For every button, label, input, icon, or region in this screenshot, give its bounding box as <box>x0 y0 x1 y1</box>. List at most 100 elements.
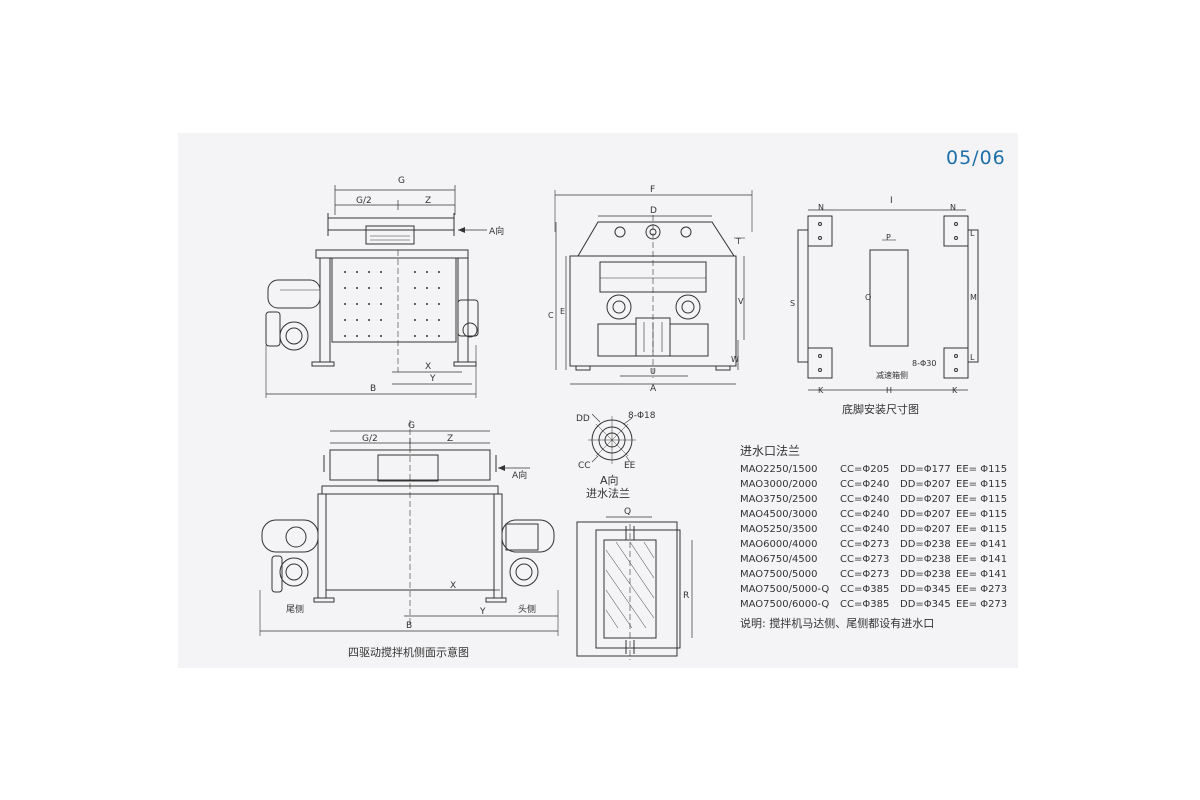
flange-cell-cc: CC=Φ240 <box>840 479 890 490</box>
dim-g-half: G/2 <box>356 196 372 206</box>
flange-table-row: MAO7500/5000 CC=Φ273 DD=Φ238 EE= Φ141 <box>740 567 1007 582</box>
dim-n-left: N <box>818 203 824 212</box>
dim-s: S <box>790 299 795 308</box>
dim-o: O <box>865 293 871 302</box>
flange-cell-dd: DD=Φ207 <box>900 494 951 505</box>
flange-table-row: MAO3000/2000 CC=Φ240 DD=Φ207 EE= Φ115 <box>740 477 1007 492</box>
flange-holes-label: 8-Φ18 <box>628 411 656 421</box>
dim-p: P <box>886 233 891 242</box>
dim-y: Y <box>429 374 436 384</box>
dim-u: U <box>650 367 656 376</box>
dim-k-left: K <box>818 386 824 395</box>
arrow-a-label: A向 <box>489 225 504 237</box>
dim-v: V <box>738 297 744 306</box>
flange-cc-label: CC <box>578 461 591 471</box>
flange-cell-model: MAO5250/3500 <box>740 524 818 535</box>
dim-h: H <box>886 386 892 395</box>
flange-cell-dd: DD=Φ345 <box>900 584 951 595</box>
flange-cell-cc: CC=Φ385 <box>840 599 890 610</box>
foot-plan-view: I N N P O S L M L H K K 8-Φ30 减速箱侧 底脚安装尺… <box>790 196 979 416</box>
flange-cell-model: MAO6000/4000 <box>740 539 818 550</box>
flange-cell-ee: EE= Φ115 <box>956 494 1008 505</box>
side-arrow-a-label: A向 <box>512 469 527 481</box>
dim-g: G <box>398 176 405 186</box>
flange-cell-cc: CC=Φ205 <box>840 464 890 475</box>
flange-cell-model: MAO3750/2500 <box>740 494 818 505</box>
flange-cell-dd: DD=Φ177 <box>900 464 951 475</box>
page-number: 05/06 <box>946 147 1006 169</box>
section-view: Q R <box>576 507 693 660</box>
flange-cell-model: MAO4500/3000 <box>740 509 818 520</box>
gearbox-side-label: 减速箱侧 <box>876 370 908 380</box>
flange-view: DD 8-Φ18 CC EE A向 进水法兰 <box>576 411 656 500</box>
flange-ee-label: EE <box>624 461 636 471</box>
side-dim-b: B <box>406 621 412 631</box>
flange-cell-model: MAO7500/5000 <box>740 569 818 580</box>
flange-cell-ee: EE= Φ115 <box>956 464 1008 475</box>
flange-cell-model: MAO6750/4500 <box>740 554 818 565</box>
dim-c: C <box>548 311 554 320</box>
side-dim-x: X <box>450 581 456 591</box>
flange-cell-model: MAO7500/6000-Q <box>740 599 830 610</box>
flange-cell-cc: CC=Φ240 <box>840 494 890 505</box>
flange-cell-cc: CC=Φ240 <box>840 524 890 535</box>
flange-cell-dd: DD=Φ207 <box>900 479 951 490</box>
dim-e: E <box>560 307 565 316</box>
flange-table-row: MAO3750/2500 CC=Φ240 DD=Φ207 EE= Φ115 <box>740 492 1007 507</box>
flange-cell-cc: CC=Φ273 <box>840 554 890 565</box>
flange-cell-ee: EE= Φ115 <box>956 479 1008 490</box>
dim-w: W <box>731 355 739 364</box>
flange-cell-ee: EE= Φ141 <box>956 554 1008 565</box>
flange-cell-dd: DD=Φ207 <box>900 509 951 520</box>
side-view-caption: 四驱动搅拌机侧面示意图 <box>348 645 469 659</box>
flange-cell-dd: DD=Φ207 <box>900 524 951 535</box>
dim-t: T <box>735 237 741 246</box>
dim-i: I <box>890 196 893 206</box>
flange-name-label: 进水法兰 <box>586 486 630 500</box>
dim-n-right: N <box>950 203 956 212</box>
dim-l-bottom: L <box>970 353 975 362</box>
flange-cell-model: MAO3000/2000 <box>740 479 818 490</box>
flange-cell-ee: EE= Φ273 <box>956 599 1008 610</box>
flange-cell-ee: EE= Φ115 <box>956 509 1008 520</box>
side-dim-g-half: G/2 <box>362 434 378 444</box>
side-dim-g: G <box>408 421 415 431</box>
side-dim-y: Y <box>479 607 486 617</box>
flange-direction-label: A向 <box>600 473 619 487</box>
end-view: F D T C E V W U A <box>548 185 753 394</box>
flange-dd-label: DD <box>576 414 590 424</box>
side-view: G G/2 Z A向 尾侧 头侧 X Y <box>259 420 559 659</box>
flange-cell-ee: EE= Φ273 <box>956 584 1008 595</box>
flange-cell-cc: CC=Φ273 <box>840 569 890 580</box>
flange-cell-ee: EE= Φ141 <box>956 539 1008 550</box>
dim-b: B <box>370 384 376 394</box>
dim-f: F <box>650 185 655 195</box>
flange-table-row: MAO5250/3500 CC=Φ240 DD=Φ207 EE= Φ115 <box>740 522 1007 537</box>
side-dim-z: Z <box>447 434 453 444</box>
flange-cell-dd: DD=Φ238 <box>900 554 951 565</box>
front-view: G G/2 Z A向 <box>265 176 504 398</box>
tail-side-label: 尾侧 <box>286 603 304 615</box>
flange-cell-cc: CC=Φ273 <box>840 539 890 550</box>
foot-plan-caption: 底脚安装尺寸图 <box>842 402 919 416</box>
dim-x: X <box>425 362 431 372</box>
flange-cell-ee: EE= Φ141 <box>956 569 1008 580</box>
dim-a: A <box>650 384 657 394</box>
dim-k-right: K <box>952 386 958 395</box>
flange-table-title: 进水口法兰 <box>740 444 801 458</box>
flange-cell-cc: CC=Φ240 <box>840 509 890 520</box>
flange-cell-ee: EE= Φ115 <box>956 524 1008 535</box>
flange-cell-cc: CC=Φ385 <box>840 584 890 595</box>
flange-table-row: MAO7500/5000-Q CC=Φ385 DD=Φ345 EE= Φ273 <box>740 582 1007 597</box>
flange-cell-model: MAO7500/5000-Q <box>740 584 830 595</box>
flange-cell-model: MAO2250/1500 <box>740 464 818 475</box>
flange-table-row: MAO4500/3000 CC=Φ240 DD=Φ207 EE= Φ115 <box>740 507 1007 522</box>
flange-cell-dd: DD=Φ238 <box>900 569 951 580</box>
section-r-label: R <box>683 591 689 601</box>
dim-m: M <box>970 293 977 302</box>
flange-table-note: 说明: 搅拌机马达侧、尾侧都设有进水口 <box>740 617 935 630</box>
